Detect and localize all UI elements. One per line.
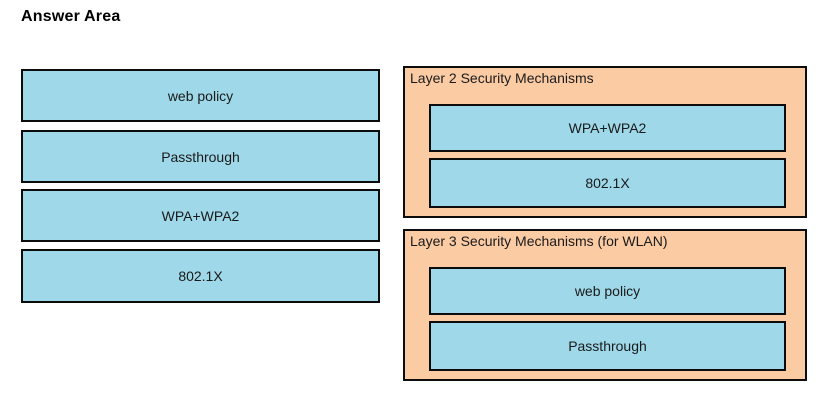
option-label: Passthrough [161,148,240,165]
draggable-option-wpa-wpa2[interactable]: WPA+WPA2 [21,189,380,242]
option-label: WPA+WPA2 [161,207,240,224]
dropped-item-802-1x[interactable]: 802.1X [429,158,786,208]
option-label: web policy [167,87,234,104]
draggable-options-column: web policy Passthrough WPA+WPA2 802.1X [0,0,395,405]
drop-zone-layer-3-security-mechanisms[interactable]: Layer 3 Security Mechanisms (for WLAN) w… [403,229,807,381]
dropped-item-label: WPA+WPA2 [568,120,647,136]
draggable-option-passthrough[interactable]: Passthrough [21,130,380,183]
panel-title-layer-3: Layer 3 Security Mechanisms (for WLAN) [410,233,668,249]
panel-title-layer-2: Layer 2 Security Mechanisms [410,70,594,86]
draggable-option-web-policy[interactable]: web policy [21,69,380,122]
dropped-item-label: Passthrough [568,338,647,354]
dropped-item-web-policy[interactable]: web policy [429,267,786,315]
drop-zone-layer-2-security-mechanisms[interactable]: Layer 2 Security Mechanisms WPA+WPA2 802… [403,66,807,218]
option-label: 802.1X [178,268,223,284]
dropped-item-label: web policy [574,283,641,299]
page-title: Answer Area [21,8,121,25]
dropped-item-passthrough[interactable]: Passthrough [429,321,786,371]
draggable-option-802-1x[interactable]: 802.1X [21,249,380,303]
dropped-item-label: 802.1X [585,175,630,191]
dropped-item-wpa-wpa2[interactable]: WPA+WPA2 [429,104,786,152]
